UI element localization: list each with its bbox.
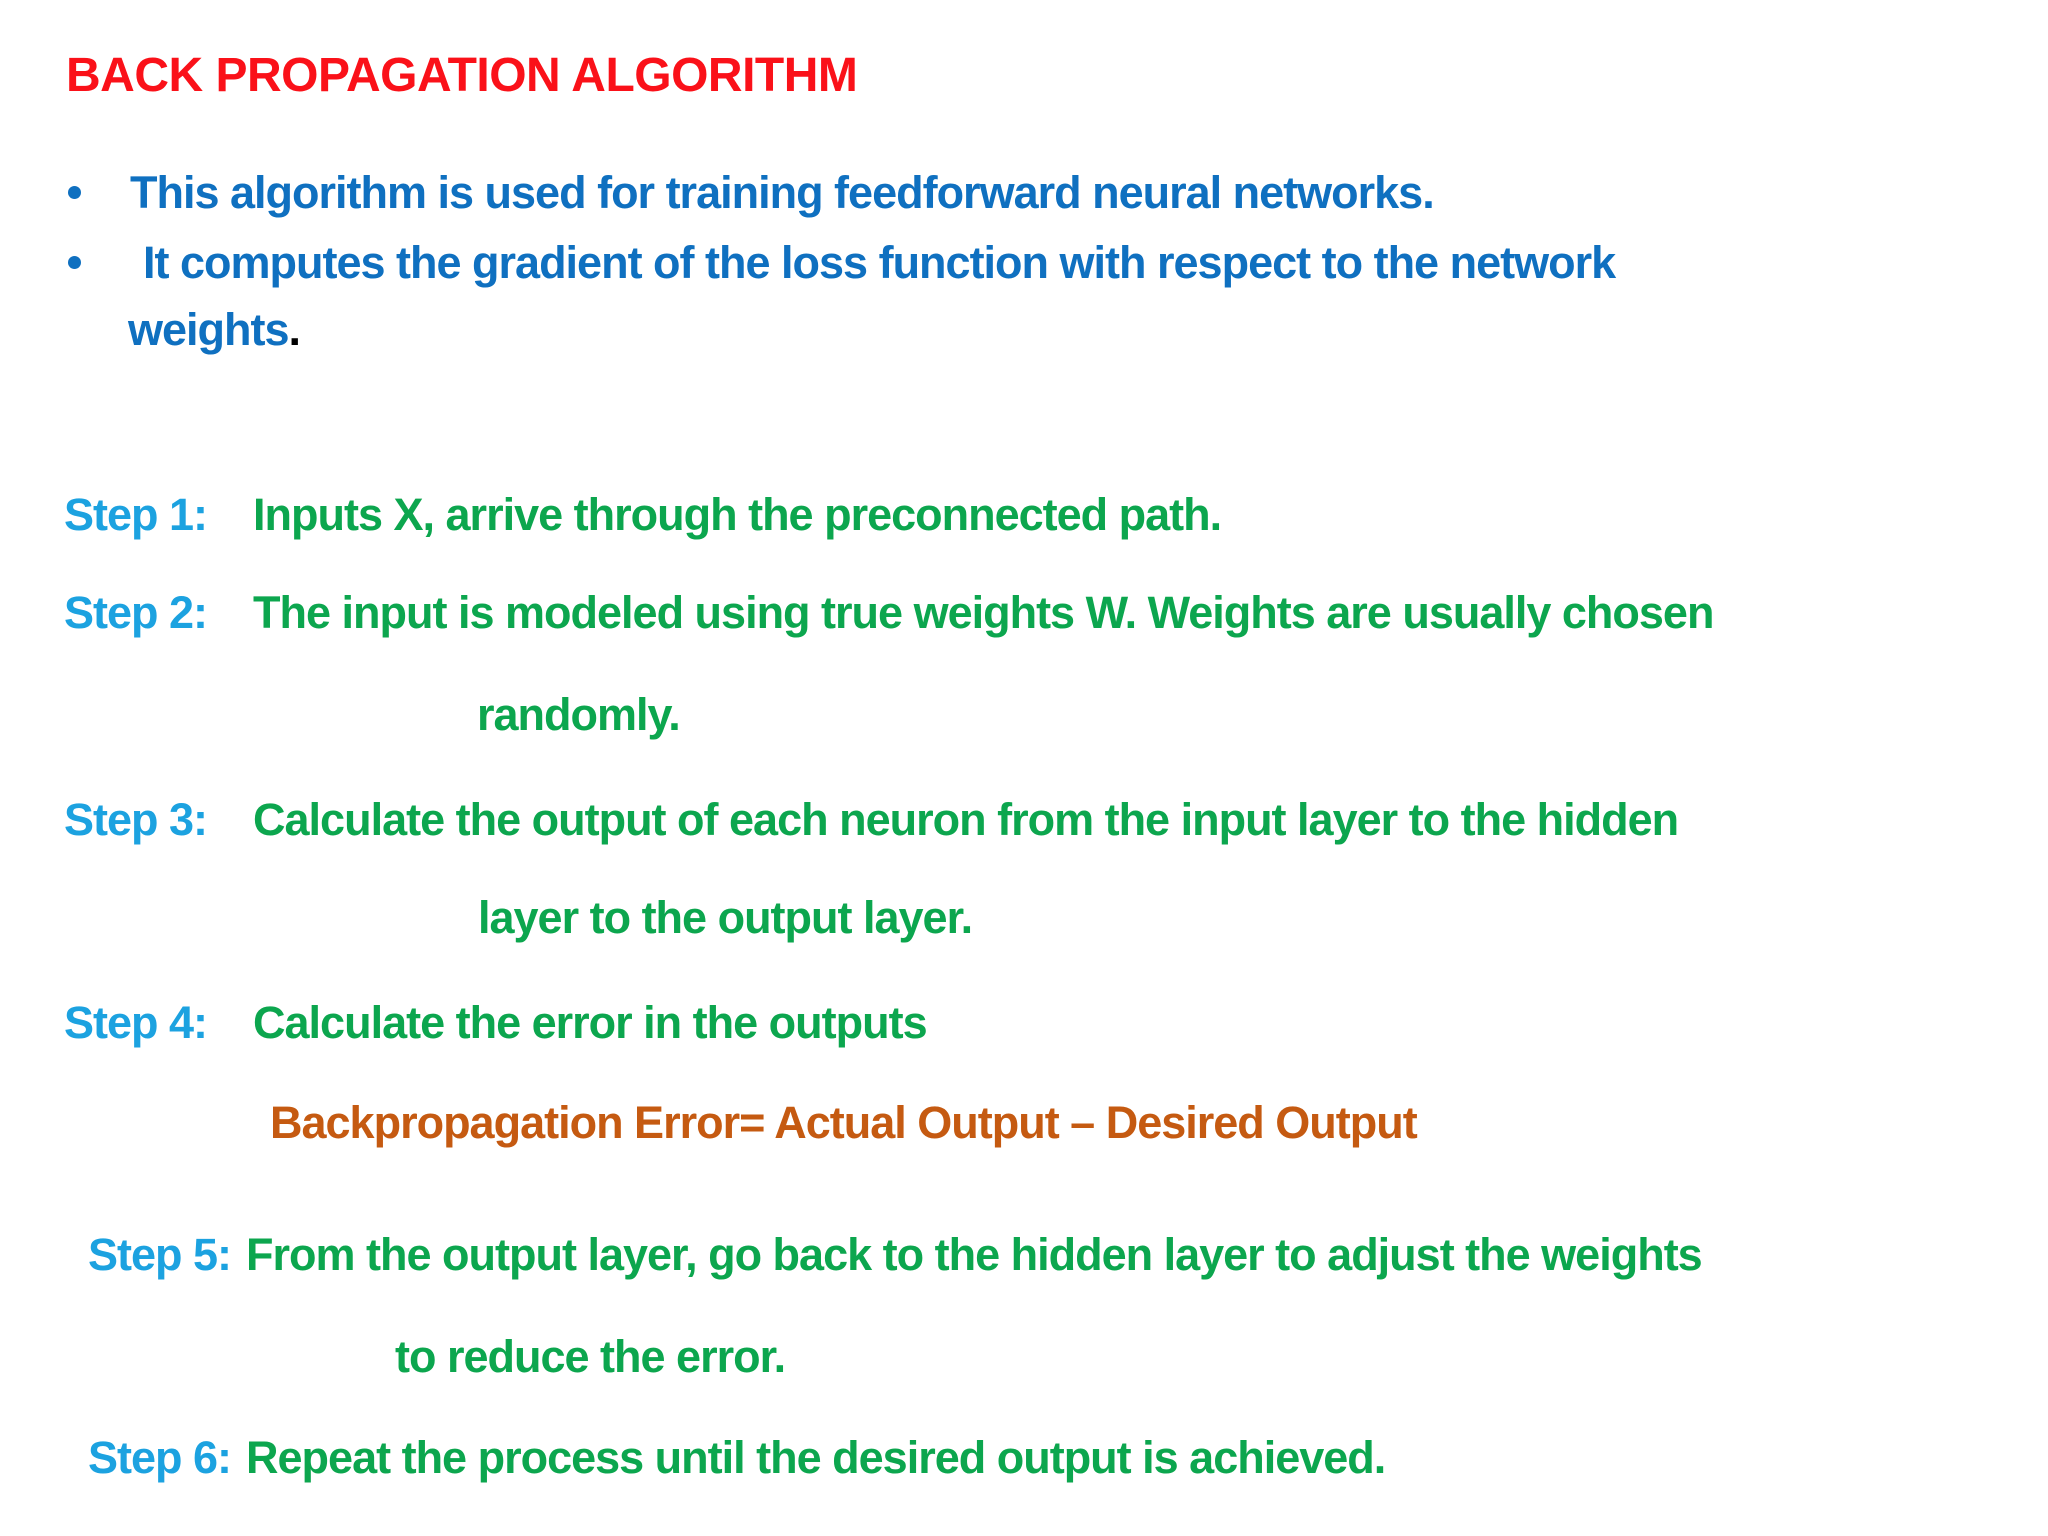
slide-title: BACK PROPAGATION ALGORITHM <box>66 49 858 102</box>
step-2-label: Step 2: <box>64 587 208 638</box>
step-1-text: Inputs X, arrive through the preconnecte… <box>253 489 1222 540</box>
bullet2-word: weights <box>128 304 290 355</box>
step-3-label: Step 3: <box>64 794 208 845</box>
step-3-line: Step 3: Calculate the output of each neur… <box>64 794 1679 845</box>
step-3-continuation: layer to the output layer. <box>478 892 973 943</box>
bullet-icon <box>68 186 81 199</box>
step-1-line: Step 1: Inputs X, arrive through the prec… <box>64 489 1222 540</box>
bullet-item-2: It computes the gradient of the loss fun… <box>143 237 1616 288</box>
step-3-text: Calculate the output of each neuron from… <box>253 794 1679 845</box>
bullet-item-2-continuation: weights. <box>128 304 301 355</box>
step-6-line: Step 6: Repeat the process until the desi… <box>88 1432 1386 1483</box>
step-5-label: Step 5: <box>88 1229 232 1280</box>
step-5-continuation: to reduce the error. <box>395 1331 786 1382</box>
step-6-label: Step 6: <box>88 1432 232 1483</box>
step-2-text: The input is modeled using true weights … <box>253 587 1714 638</box>
step-5-text: From the output layer, go back to the hi… <box>246 1229 1703 1280</box>
bullet-icon <box>68 256 81 269</box>
step-4-text: Calculate the error in the outputs <box>253 997 928 1048</box>
backpropagation-error-formula: Backpropagation Error= Actual Output – D… <box>270 1097 1418 1148</box>
step-5-line: Step 5: From the output layer, go back to… <box>88 1229 1703 1280</box>
step-2-line: Step 2: The input is modeled using true w… <box>64 587 1714 638</box>
step-6-text: Repeat the process until the desired out… <box>246 1432 1386 1483</box>
bullet-item-1: This algorithm is used for training feed… <box>130 167 1435 218</box>
step-1-label: Step 1: <box>64 489 208 540</box>
step-4-label: Step 4: <box>64 997 208 1048</box>
step-4-line: Step 4: Calculate the error in the output… <box>64 997 928 1048</box>
step-2-continuation: randomly. <box>477 689 681 740</box>
bullet2-period: . <box>288 304 301 355</box>
